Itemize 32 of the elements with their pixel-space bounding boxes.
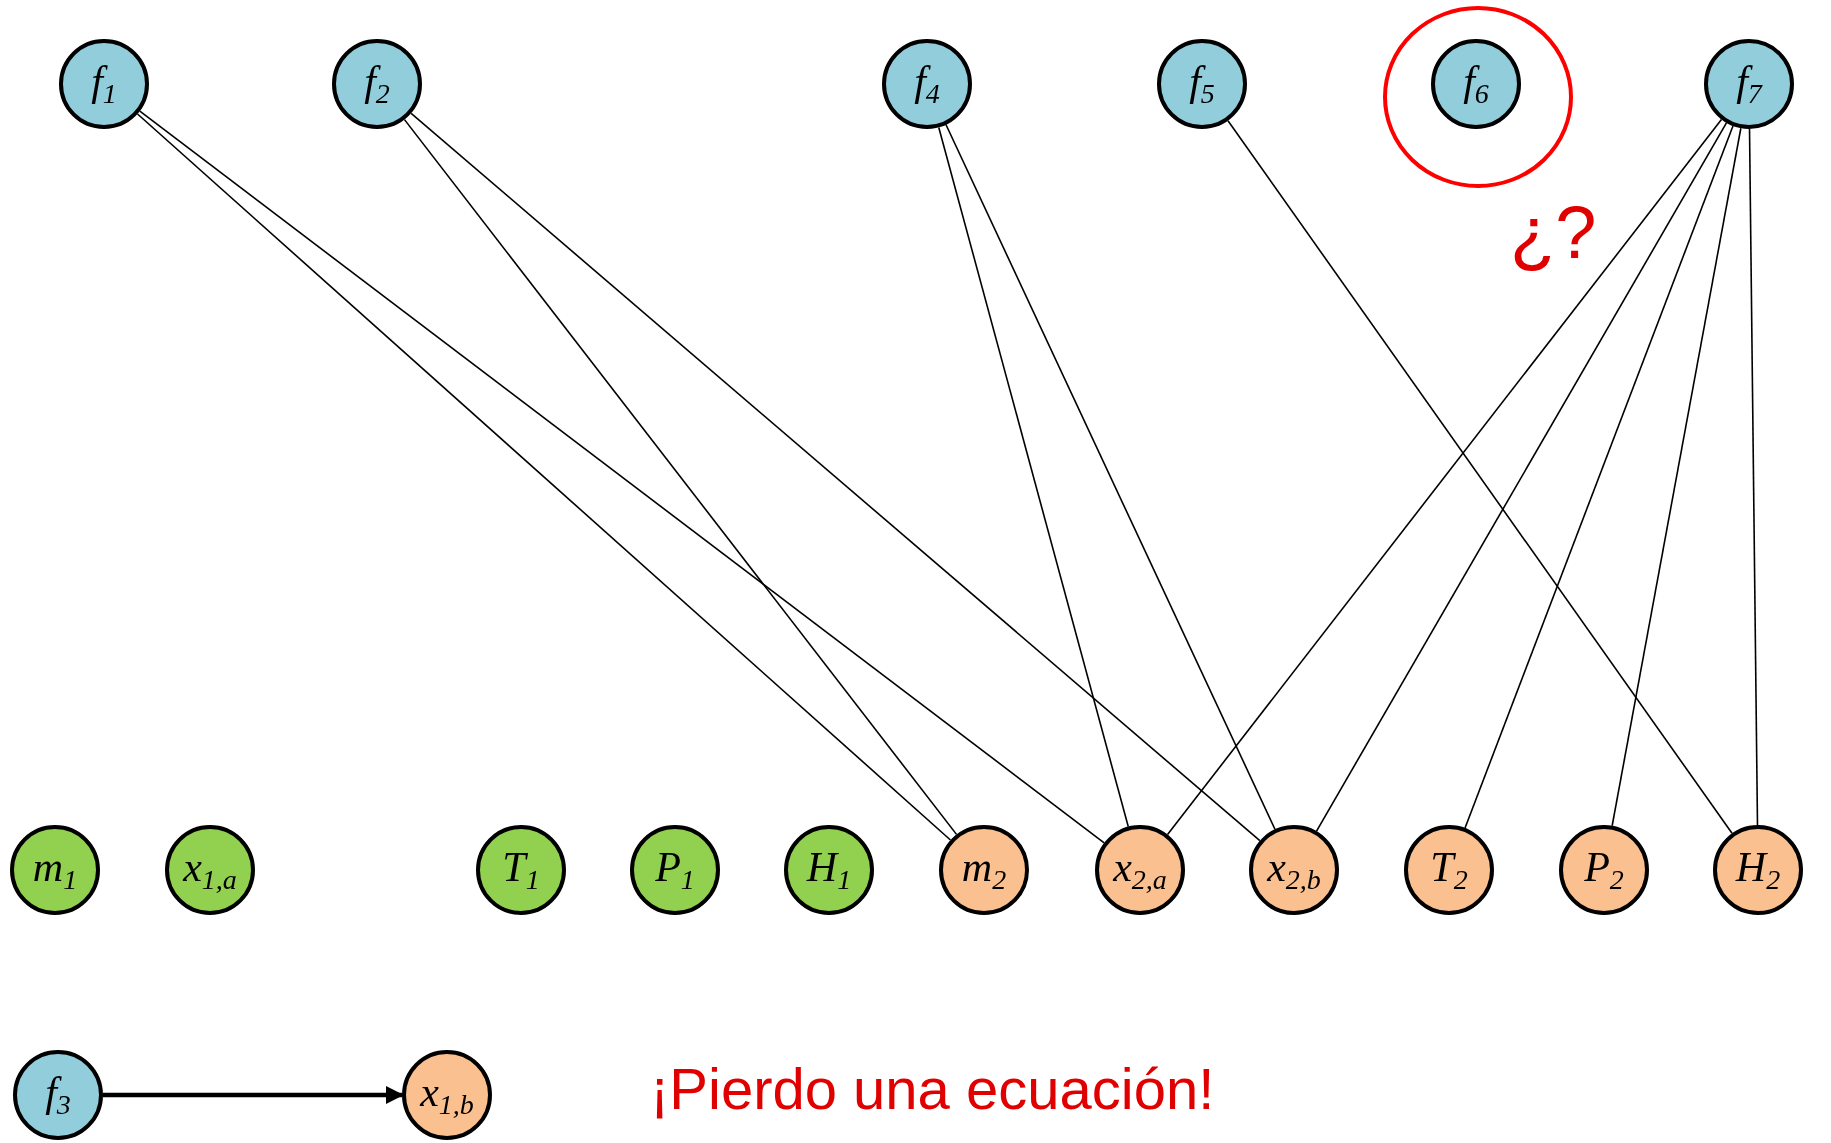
connector-line <box>937 126 1130 828</box>
variable-node: f$_{4}$ <box>882 39 972 129</box>
connector-line <box>403 118 958 836</box>
variable-node: f$_{5}$ <box>1157 39 1247 129</box>
variable-node: H$_{2}$ <box>1713 825 1803 915</box>
connector-line <box>410 112 1261 842</box>
variable-node: f$_{2}$ <box>332 39 422 129</box>
variable-node: x$_{2,b}$ <box>1249 825 1339 915</box>
variable-node: m$_{1}$ <box>10 825 100 915</box>
connector-line <box>1315 122 1728 832</box>
variable-node: P$_{1}$ <box>630 825 720 915</box>
variable-node: f$_{6}$ <box>1431 39 1521 129</box>
connector-line <box>1464 125 1734 829</box>
variable-node: f$_{7}$ <box>1704 39 1794 129</box>
variable-node: x$_{2,a}$ <box>1095 825 1185 915</box>
variable-node: x$_{1,b}$ <box>402 1050 492 1140</box>
connector-line <box>139 110 1105 844</box>
connector-line <box>945 123 1276 831</box>
variable-node: H$_{1}$ <box>784 825 874 915</box>
exclamation-note: ¡Pierdo una ecuación! <box>650 1055 1215 1122</box>
connector-line <box>1611 127 1742 827</box>
arrow <box>103 1086 404 1104</box>
connector-line <box>1748 128 1759 826</box>
variable-node: T$_{1}$ <box>476 825 566 915</box>
variable-node: P$_{2}$ <box>1559 825 1649 915</box>
variable-node: f$_{1}$ <box>59 39 149 129</box>
variable-node: x$_{1,a}$ <box>165 825 255 915</box>
variable-node: m$_{2}$ <box>939 825 1029 915</box>
variable-node: f$_{3}$ <box>13 1050 103 1140</box>
connector-line <box>136 113 952 841</box>
question-marks: ¿? <box>1510 190 1597 275</box>
variable-node: T$_{2}$ <box>1404 825 1494 915</box>
